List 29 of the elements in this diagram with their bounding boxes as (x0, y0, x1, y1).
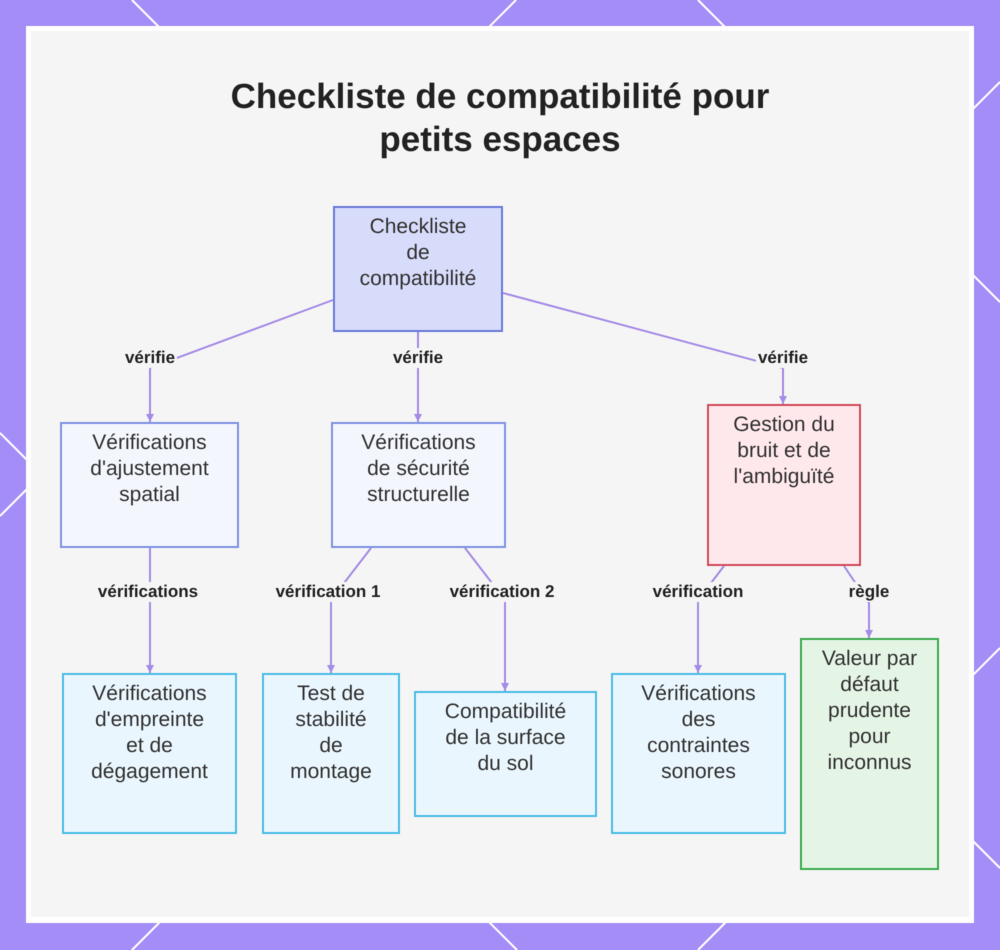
edge-label: règle (846, 582, 892, 602)
edge-label: vérifie (756, 348, 810, 368)
edge-label: vérification (650, 582, 746, 602)
node-label: Valeur par défaut prudente pour inconnus (820, 646, 918, 776)
node-label: Vérifications de sécurité structurelle (360, 430, 477, 508)
node-label: Test de stabilité de montage (289, 681, 373, 785)
node-label: Vérifications d'empreinte et de dégagement (90, 681, 209, 785)
node-label: Checkliste de compatibilité (358, 214, 478, 292)
process-box (262, 673, 400, 834)
edge-label: vérification 2 (448, 582, 556, 602)
arrow (146, 299, 334, 422)
node-label: Gestion du bruit et de l'ambiguïté (732, 412, 836, 490)
process-box (800, 638, 939, 870)
process-box (611, 673, 786, 834)
process-box (331, 422, 506, 548)
process-box (414, 691, 597, 817)
diagram-title: Checkliste de compatibilité pour petits espaces (230, 76, 770, 161)
node-label: Compatibilité de la surface du sol (444, 699, 568, 777)
process-box (60, 422, 239, 548)
edge-label: vérifie (122, 348, 178, 368)
edge-label: vérifie (390, 348, 446, 368)
process-box (333, 206, 503, 332)
edge-label: vérifications (96, 582, 200, 602)
node-label: Vérifications d'ajustement spatial (89, 430, 210, 508)
process-box (62, 673, 237, 834)
arrow (502, 292, 787, 404)
edge-label: vérification 1 (274, 582, 382, 602)
process-box (707, 404, 861, 566)
node-label: Vérifications des contraintes sonores (640, 681, 757, 785)
